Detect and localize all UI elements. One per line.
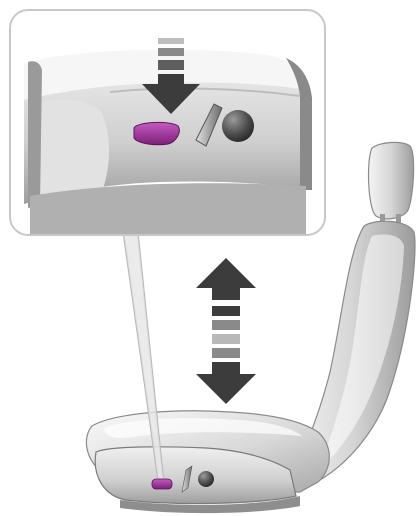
lumbar-knob-icon[interactable] <box>222 110 254 142</box>
arrow-up-down-icon <box>196 258 256 404</box>
seat-height-control-icon[interactable] <box>134 122 179 144</box>
detail-inset <box>10 10 325 236</box>
headrest <box>369 142 414 219</box>
seat-height-control-small[interactable] <box>152 479 172 489</box>
lumbar-knob-small[interactable] <box>198 471 214 487</box>
